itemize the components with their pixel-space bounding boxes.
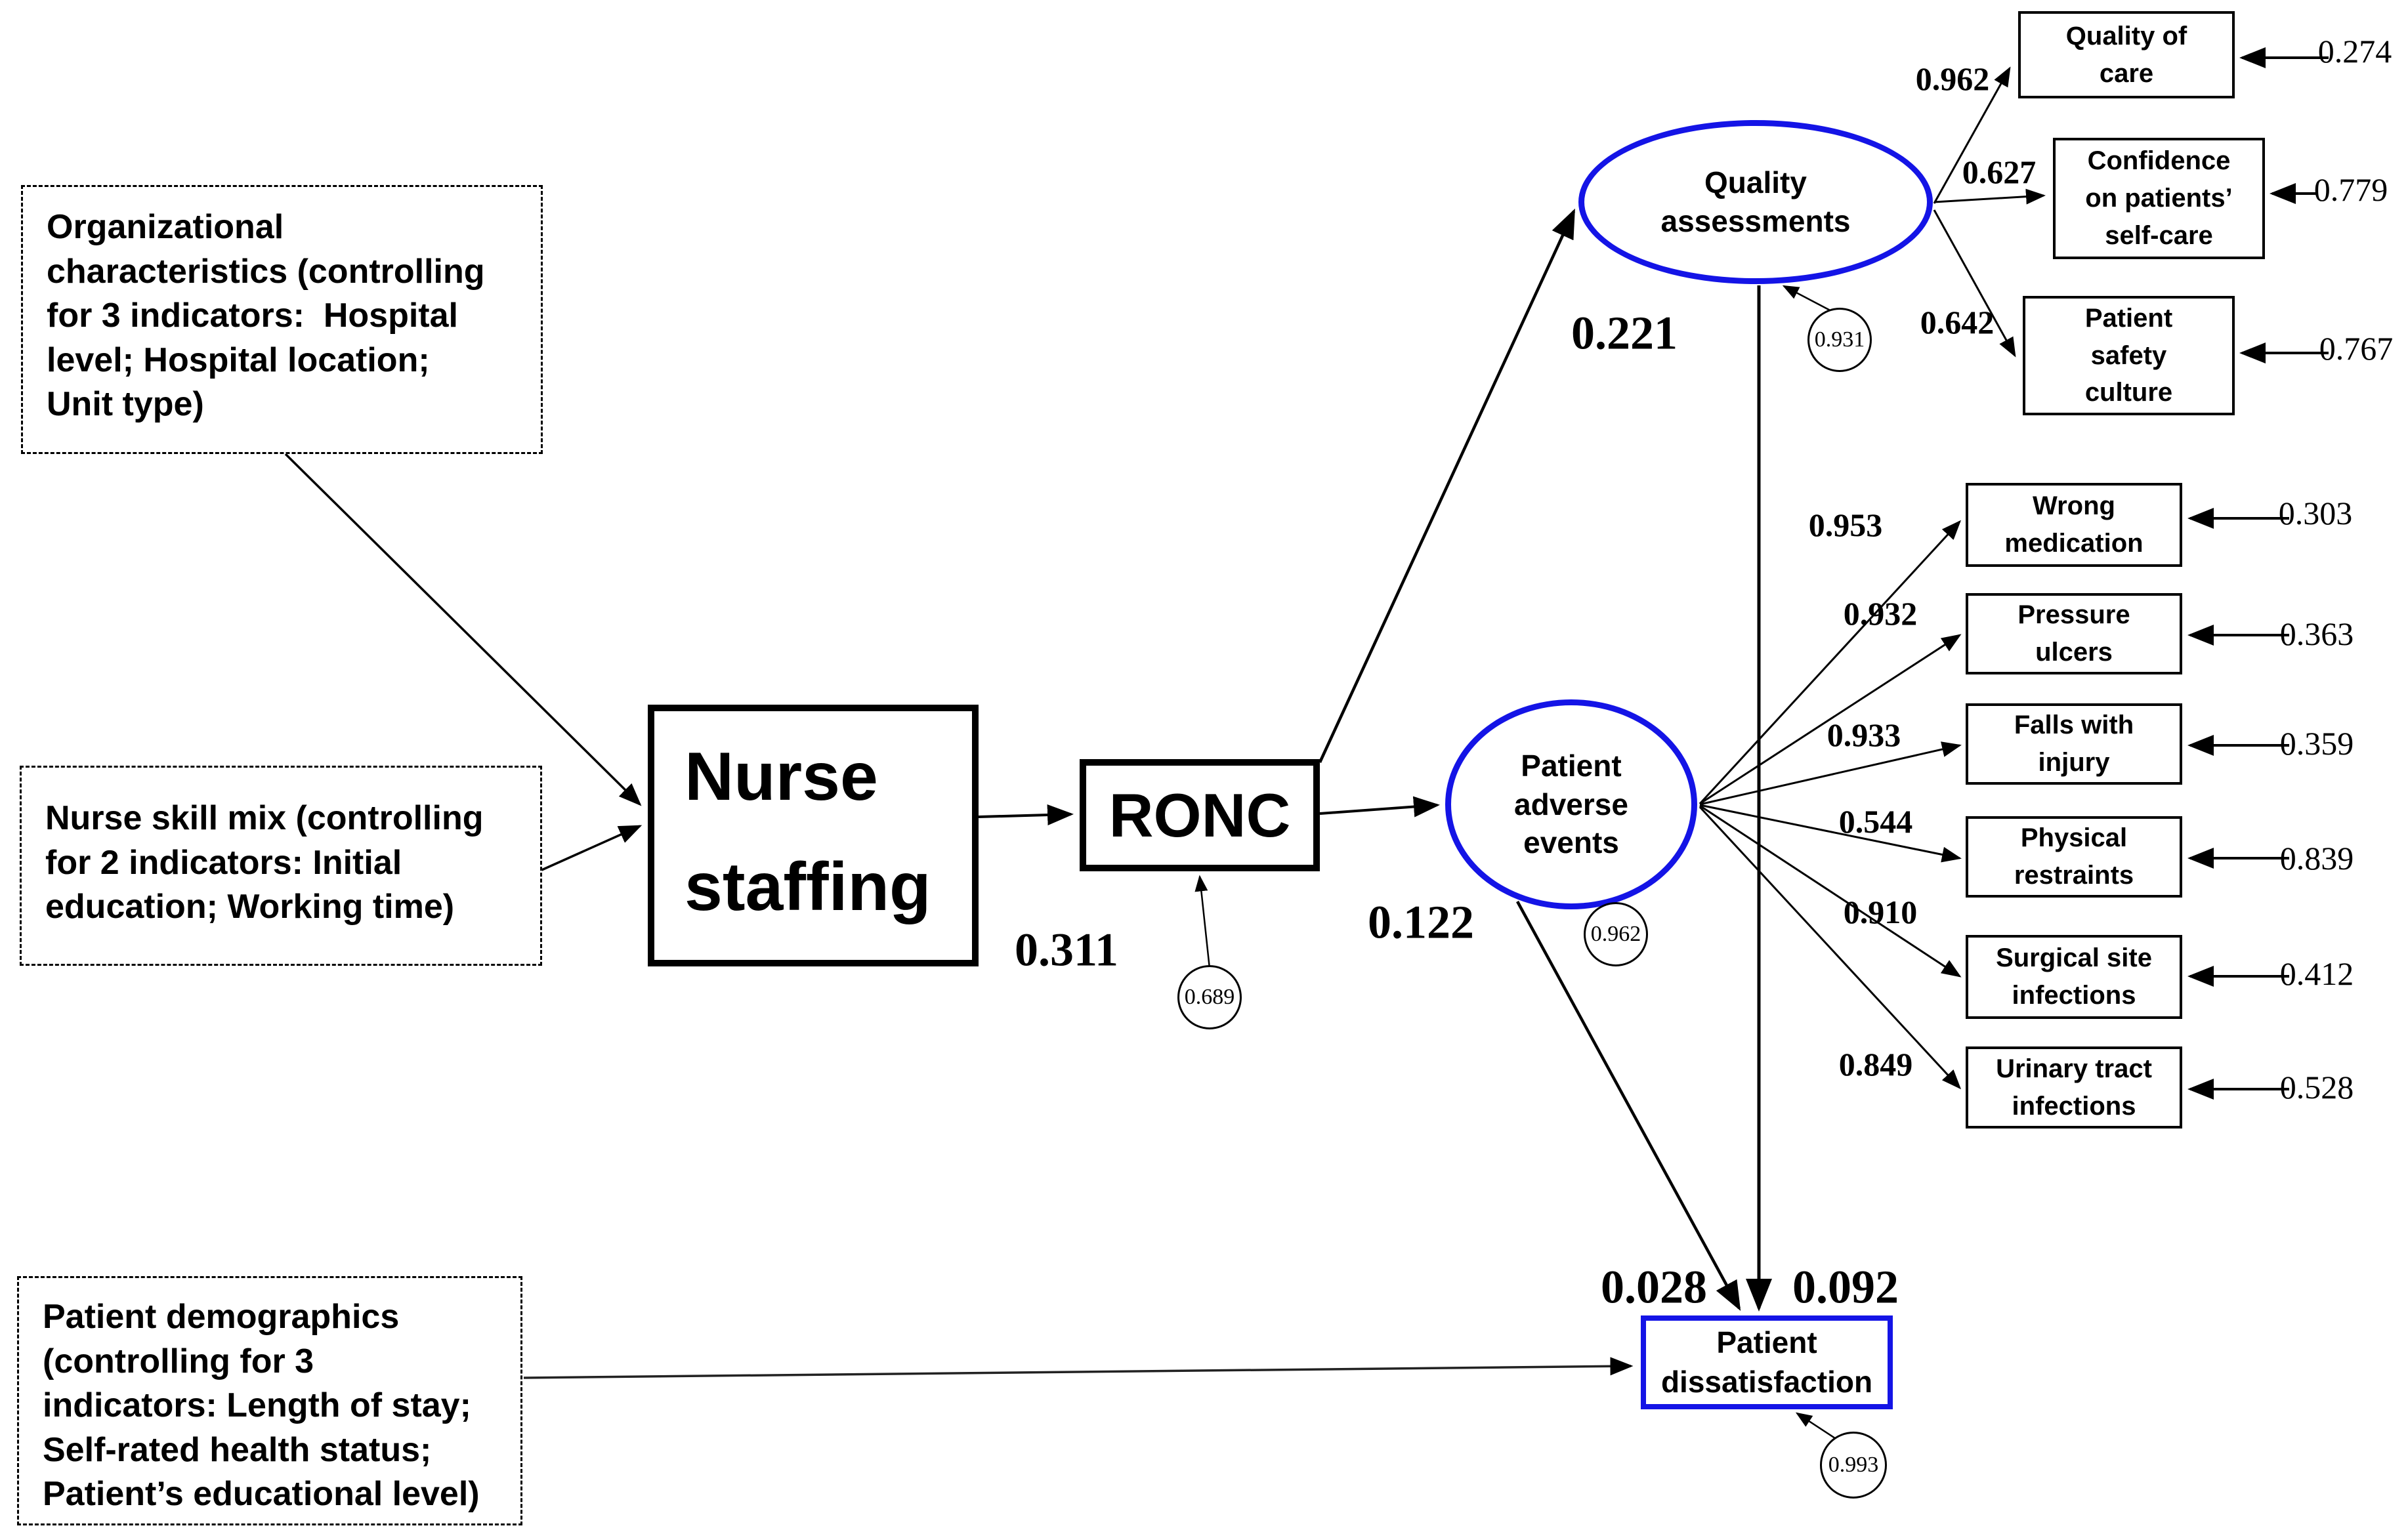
error-confidence-self-care: 0.779 <box>2313 171 2388 208</box>
node-patient-dissatisfaction: Patient dissatisfaction <box>1641 1315 1893 1409</box>
loading-physical-restraints: 0.544 <box>1838 803 1913 840</box>
loading-patient-safety-culture: 0.642 <box>1920 304 1995 341</box>
residual-circle-ronc: 0.689 <box>1177 965 1242 1029</box>
indicator-quality-of-care: Quality of care <box>2018 11 2235 98</box>
residual-circle-patient-adverse-events: 0.962 <box>1584 902 1648 966</box>
arrow-residual-dissatisfaction <box>1795 1412 1836 1439</box>
loading-quality-of-care: 0.962 <box>1915 60 1990 97</box>
arrow-loading-confidence <box>1933 188 2046 205</box>
coef-adverse-to-dissatisfaction: 0.028 <box>1601 1260 1707 1314</box>
arrow-loading-safety-culture <box>1933 209 2016 358</box>
error-pressure-ulcers: 0.363 <box>2279 615 2354 652</box>
arrow-demographics-to-dissatisfaction <box>523 1357 1634 1379</box>
error-physical-restraints: 0.839 <box>2279 840 2354 877</box>
arrow-loading-quality-of-care <box>1933 66 2011 204</box>
arrow-residual-ronc <box>1194 875 1211 969</box>
arrow-loading-urinary-tract <box>1699 806 1962 1090</box>
indicator-urinary-tract-infections: Urinary tract infections <box>1966 1046 2182 1128</box>
indicator-surgical-site-infections: Surgical site infections <box>1966 935 2182 1019</box>
node-ronc: RONC <box>1080 759 1320 871</box>
arrow-skillmix-to-staffing <box>532 825 643 875</box>
indicator-physical-restraints: Physical restraints <box>1966 816 2182 898</box>
ronc-label: RONC <box>1109 780 1291 850</box>
indicator-falls-with-injury: Falls with injury <box>1966 703 2182 785</box>
residual-circle-quality-assessments: 0.931 <box>1807 308 1872 372</box>
loading-confidence-self-care: 0.627 <box>1962 154 2037 190</box>
indicator-patient-safety-culture: Patient safety culture <box>2023 296 2235 415</box>
error-falls-with-injury: 0.359 <box>2279 725 2354 762</box>
error-surgical-site-infections: 0.412 <box>2279 955 2354 992</box>
node-patient-demographics: Patient demographics (controlling for 3 … <box>17 1276 522 1525</box>
loading-wrong-medication: 0.953 <box>1808 507 1883 543</box>
nurse-staffing-label: Nurse staffing <box>685 739 931 926</box>
arrow-residual-quality <box>1782 285 1837 315</box>
indicator-pressure-ulcers: Pressure ulcers <box>1966 593 2182 674</box>
arrow-loading-falls <box>1699 741 1962 806</box>
error-wrong-medication: 0.303 <box>2278 495 2353 531</box>
node-patient-adverse-events: Patient adverse events <box>1445 699 1697 909</box>
coef-staffing-to-ronc: 0.311 <box>1014 923 1119 976</box>
residual-circle-patient-dissatisfaction: 0.993 <box>1820 1432 1887 1499</box>
arrow-loading-pressure-ulcers <box>1699 634 1962 805</box>
arrow-loading-wrong-medication <box>1699 520 1962 805</box>
node-organizational-characteristics: Organizational characteristics (controll… <box>21 185 543 454</box>
error-patient-safety-culture: 0.767 <box>2319 330 2394 367</box>
loading-pressure-ulcers: 0.932 <box>1843 595 1918 632</box>
node-quality-assessments: Quality assessments <box>1578 120 1933 284</box>
node-nurse-staffing: Nurse staffing <box>648 705 979 966</box>
error-urinary-tract-infections: 0.528 <box>2279 1069 2354 1106</box>
arrow-loading-surgical-site <box>1699 804 1962 978</box>
indicator-confidence-self-care: Confidence on patients’ self-care <box>2053 138 2265 259</box>
loading-falls-with-injury: 0.933 <box>1827 716 1901 753</box>
arrow-ronc-to-quality <box>1318 208 1576 763</box>
coef-ronc-to-quality: 0.221 <box>1571 306 1678 360</box>
loading-surgical-site-infections: 0.910 <box>1843 894 1918 930</box>
arrow-organizational-to-staffing <box>284 453 642 806</box>
coef-ronc-to-adverse: 0.122 <box>1368 896 1474 949</box>
loading-urinary-tract-infections: 0.849 <box>1838 1046 1913 1083</box>
arrow-ronc-to-adverse <box>1319 796 1440 818</box>
error-quality-of-care: 0.274 <box>2317 33 2392 70</box>
indicator-wrong-medication: Wrong medication <box>1966 483 2182 567</box>
arrow-adverse-to-dissatisfaction <box>1516 900 1741 1311</box>
coef-quality-to-dissatisfaction: 0.092 <box>1792 1260 1899 1314</box>
arrow-staffing-to-ronc <box>978 804 1074 826</box>
arrow-loading-restraints <box>1699 804 1962 863</box>
node-nurse-skill-mix: Nurse skill mix (controlling for 2 indic… <box>20 766 542 966</box>
